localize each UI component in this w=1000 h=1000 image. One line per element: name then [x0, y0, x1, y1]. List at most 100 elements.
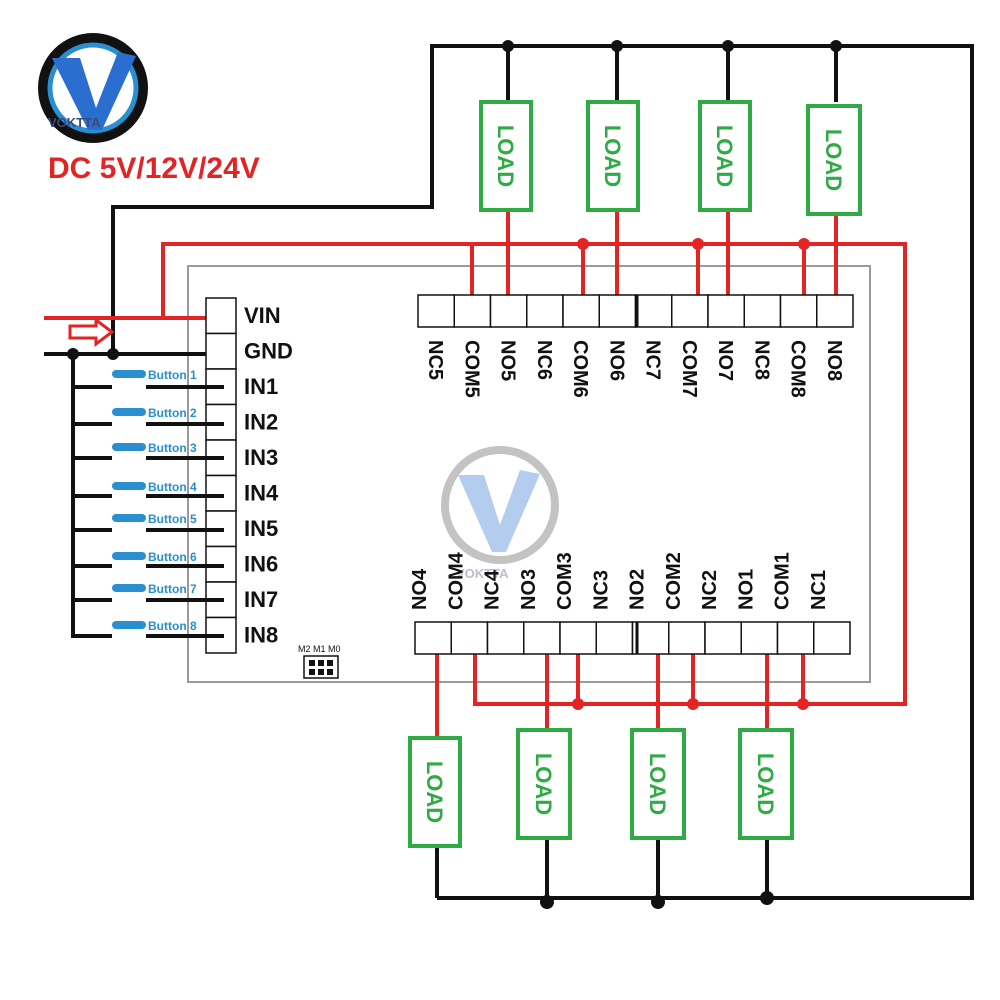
terminal-com5	[453, 294, 492, 328]
red-wire-junctions	[572, 238, 810, 710]
terminal-com8	[779, 294, 818, 328]
terminal-no6	[598, 294, 637, 328]
terminal-label: COM7	[678, 340, 700, 398]
button-switches: Button 1 Button 2 Button 3 Button 4 Button 5…	[73, 368, 224, 638]
button-label: Button 2	[148, 406, 197, 420]
button-label: Button 8	[148, 619, 197, 633]
input-pin-label: IN5	[244, 516, 278, 541]
input-pin-label: GND	[244, 339, 293, 364]
button-label: Button 6	[148, 550, 197, 564]
logo-v-mark	[52, 52, 136, 130]
terminal-nc7	[634, 294, 673, 328]
terminal-com1	[776, 621, 815, 655]
input-pin-label: IN1	[244, 374, 278, 399]
load-box	[516, 728, 572, 840]
terminal-label: NO6	[605, 340, 627, 381]
terminal-label: COM4	[445, 551, 467, 610]
terminal-nc5	[417, 294, 455, 328]
terminal-com3	[559, 621, 597, 655]
terminal-label: COM5	[460, 340, 482, 398]
load-box	[479, 100, 533, 212]
terminal-label: NC2	[699, 570, 721, 610]
load-box	[586, 100, 640, 212]
input-terminal-vin	[205, 297, 237, 335]
terminal-label: COM1	[772, 552, 794, 610]
load-label: LOAD	[645, 753, 670, 815]
push-button-icon	[112, 370, 146, 378]
load-box	[408, 736, 462, 848]
terminal-label: NO4	[409, 568, 431, 610]
button-label: Button 3	[148, 441, 197, 455]
supply-voltage-title: DC 5V/12V/24V	[48, 152, 260, 185]
input-terminal-in4	[205, 474, 237, 512]
terminal-label: NC8	[750, 340, 772, 380]
button-label: Button 5	[148, 512, 197, 526]
terminal-no8	[816, 294, 854, 328]
brand-logo: VOKTTA	[38, 33, 148, 143]
terminal-label: NO8	[823, 340, 845, 381]
button-label: Button 7	[148, 582, 197, 596]
module-board	[187, 265, 871, 683]
terminal-nc3	[595, 621, 634, 655]
terminal-nc1	[813, 621, 851, 655]
button-label: Button 1	[148, 368, 197, 382]
terminal-label: NC4	[482, 569, 504, 610]
input-pin-label: IN6	[244, 552, 278, 577]
mode-pin-header: M2 M1 M0	[298, 644, 341, 679]
terminal-com2	[668, 621, 706, 655]
push-button-icon	[112, 443, 146, 451]
terminal-label: NO2	[627, 569, 649, 610]
push-button-icon	[112, 482, 146, 490]
terminal-label: COM8	[787, 340, 809, 398]
push-button-icon	[112, 621, 146, 629]
terminal-label: NO3	[518, 569, 540, 610]
load-box	[806, 104, 862, 216]
terminal-com6	[562, 294, 600, 328]
load-label: LOAD	[712, 125, 737, 187]
terminal-com4	[450, 621, 489, 655]
watermark-brand-text: VOKTTA	[456, 566, 509, 581]
watermark-logo: VOKTTA	[441, 446, 559, 581]
power-input-arrow-icon	[68, 317, 115, 347]
load-box	[738, 728, 794, 840]
terminal-no5	[489, 294, 528, 328]
push-button-icon	[112, 514, 146, 522]
terminal-no1	[740, 621, 779, 655]
input-pin-label: VIN	[244, 303, 281, 328]
button-label: Button 4	[148, 480, 197, 494]
terminal-no7	[707, 294, 745, 328]
input-pin-label: IN8	[244, 623, 278, 648]
terminal-label: NC5	[424, 340, 446, 380]
terminal-label: NC1	[808, 570, 830, 610]
load-box	[698, 100, 752, 212]
terminal-label: NC6	[533, 340, 555, 380]
push-button-icon	[112, 584, 146, 592]
terminal-label: COM3	[554, 552, 576, 610]
mode-pins-label: M2 M1 M0	[298, 644, 341, 654]
input-pin-label: IN3	[244, 445, 278, 470]
terminal-nc4	[486, 621, 525, 655]
push-button-icon	[112, 408, 146, 416]
load-label: LOAD	[753, 753, 778, 815]
red-wire-network	[44, 210, 907, 738]
load-box	[630, 728, 686, 840]
terminal-label: NO1	[735, 569, 757, 610]
terminal-label: COM6	[569, 340, 591, 398]
terminal-nc8	[743, 294, 782, 328]
load-label: LOAD	[422, 761, 447, 823]
input-terminal-gnd	[205, 332, 237, 370]
push-button-icon	[112, 552, 146, 560]
terminal-no2	[631, 621, 670, 655]
load-label: LOAD	[600, 125, 625, 187]
terminal-label: NO5	[497, 340, 519, 381]
terminal-no3	[523, 621, 561, 655]
terminal-nc2	[704, 621, 742, 655]
terminal-label: NO7	[714, 340, 736, 381]
black-wire-junctions	[67, 40, 842, 909]
load-label: LOAD	[821, 129, 846, 191]
load-label: LOAD	[531, 753, 556, 815]
